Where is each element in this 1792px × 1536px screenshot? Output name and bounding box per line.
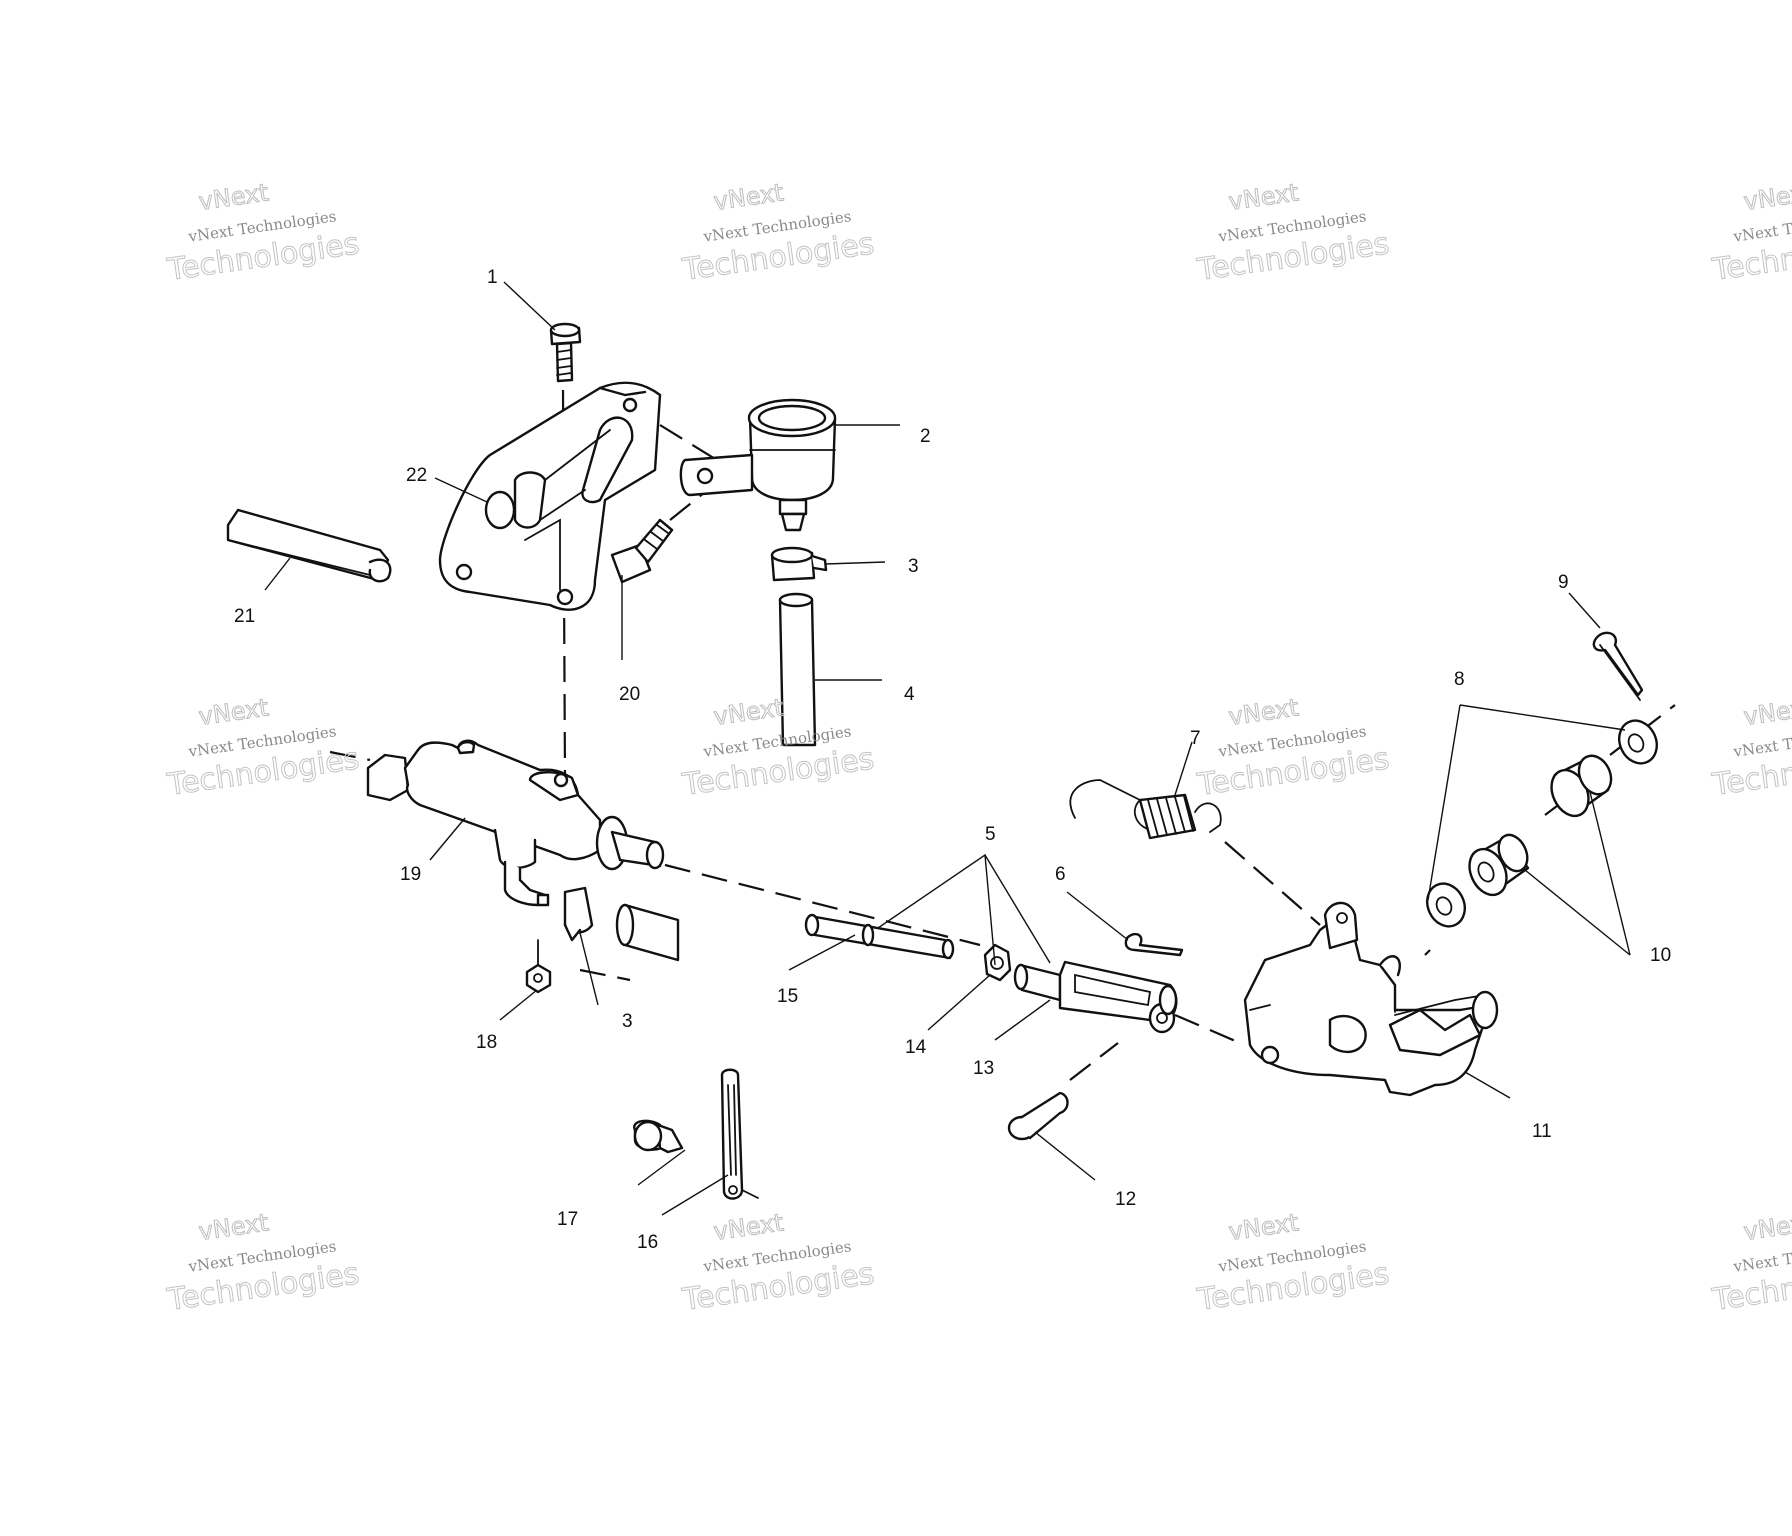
nut-part-14 (983, 943, 1012, 982)
watermark: vNext vNext Technologies Technologies (164, 178, 362, 289)
rivet-part-17 (633, 1119, 684, 1154)
callout-1: 1 (487, 267, 498, 288)
watermark: vNext vNext Technologies Technologies (679, 693, 877, 804)
callout-21: 21 (234, 606, 255, 627)
callout-20: 20 (619, 684, 640, 705)
callout-8: 8 (1454, 669, 1465, 690)
watermark-grid: vNext vNext Technologies Technologies vN… (164, 178, 1792, 1319)
bracket-part-22 (438, 381, 662, 611)
callout-4: 4 (904, 684, 915, 705)
cotter-pin-part-6 (1124, 932, 1184, 957)
clamp-part-3-upper (770, 546, 828, 582)
svg-text:vNext: vNext (197, 693, 270, 730)
cotter-pin-part-9 (1592, 631, 1644, 701)
watermark: vNext vNext Technologies Technologies (1194, 693, 1392, 804)
watermark: vNext vNext Technologies Technologies (1709, 1208, 1792, 1319)
watermark: vNext vNext Technologies Technologies (679, 1208, 877, 1319)
hose-part-4 (778, 592, 817, 747)
callout-10: 10 (1650, 945, 1671, 966)
svg-text:vNext: vNext (1742, 1208, 1792, 1245)
callout-3-upper: 3 (908, 556, 919, 577)
leader-lines (264, 281, 1631, 1216)
callout-9: 9 (1558, 572, 1569, 593)
callout-14: 14 (905, 1037, 927, 1058)
bolt-part-20 (610, 518, 674, 584)
master-cylinder-part-19 (366, 739, 665, 907)
callout-17: 17 (557, 1209, 578, 1230)
watermark: vNext vNext Technologies Technologies (1194, 1208, 1392, 1319)
callout-19: 19 (400, 864, 421, 885)
bushing-part-10-upper (1550, 754, 1613, 818)
clamp-part-3-lower (563, 886, 594, 942)
callout-labels: 1 2 3 4 5 6 7 8 9 10 11 12 13 14 15 16 1… (234, 267, 1671, 1253)
strap-part-16 (720, 1068, 759, 1200)
washer-part-8-lower (1426, 882, 1466, 928)
watermark: vNext vNext Technologies Technologies (1709, 693, 1792, 804)
pedal-part-11 (1243, 901, 1499, 1097)
watermark: vNext vNext Technologies Technologies (164, 1208, 362, 1319)
svg-text:vNext: vNext (1227, 1208, 1300, 1245)
reservoir-part-2 (679, 398, 837, 532)
svg-text:vNext: vNext (1227, 693, 1300, 730)
callout-11: 11 (1532, 1121, 1552, 1142)
sleeve-part-21 (226, 508, 392, 583)
bolt-part-1 (549, 322, 582, 383)
watermark: vNext vNext Technologies Technologies (164, 693, 362, 804)
callout-22: 22 (406, 465, 427, 486)
callout-7: 7 (1190, 728, 1201, 749)
svg-text:vNext: vNext (712, 1208, 785, 1245)
pushrod-part-15 (804, 913, 955, 960)
watermark: vNext vNext Technologies Technologies (1194, 178, 1392, 289)
callout-2: 2 (920, 426, 931, 447)
callout-15: 15 (777, 986, 798, 1007)
svg-text:vNext: vNext (197, 1208, 270, 1245)
spring-part-7 (1069, 779, 1222, 840)
hose-segment (615, 903, 680, 962)
callout-18: 18 (476, 1032, 497, 1053)
callout-3-lower: 3 (622, 1011, 633, 1032)
callout-5: 5 (985, 824, 996, 845)
pin-part-12 (1007, 1091, 1069, 1141)
svg-text:vNext: vNext (712, 178, 785, 215)
clevis-part-13 (1013, 960, 1178, 1034)
callout-6: 6 (1055, 864, 1066, 885)
svg-text:vNext: vNext (712, 693, 785, 730)
svg-text:vNext: vNext (1742, 693, 1792, 730)
washer-part-8-upper (1618, 719, 1658, 765)
callout-13: 13 (973, 1058, 994, 1079)
svg-text:vNext: vNext (1227, 178, 1300, 215)
svg-text:vNext: vNext (1742, 178, 1792, 215)
bushing-part-10-lower (1468, 833, 1530, 897)
callout-16: 16 (637, 1232, 658, 1253)
nut-part-18 (525, 939, 552, 994)
watermark: vNext vNext Technologies Technologies (1709, 178, 1792, 289)
svg-text:vNext: vNext (197, 178, 270, 215)
watermark: vNext vNext Technologies Technologies (679, 178, 877, 289)
callout-12: 12 (1115, 1189, 1136, 1210)
